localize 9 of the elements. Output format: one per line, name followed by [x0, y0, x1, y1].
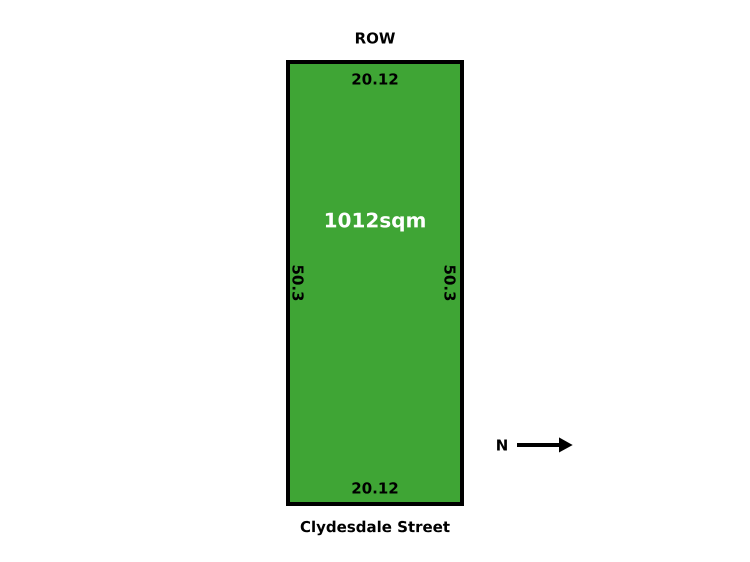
lot-boundary	[286, 60, 464, 506]
street-label: Clydesdale Street	[300, 520, 450, 536]
dimension-label: 20.12	[352, 482, 398, 494]
dimension-label: 20.12	[352, 73, 398, 85]
boundary-label: ROW	[356, 32, 395, 44]
dimension-label: 50.3	[444, 266, 456, 300]
dimension-label: 50.3	[292, 266, 304, 300]
area-label: 1012sqm	[326, 212, 425, 232]
north-label: N	[497, 440, 507, 450]
